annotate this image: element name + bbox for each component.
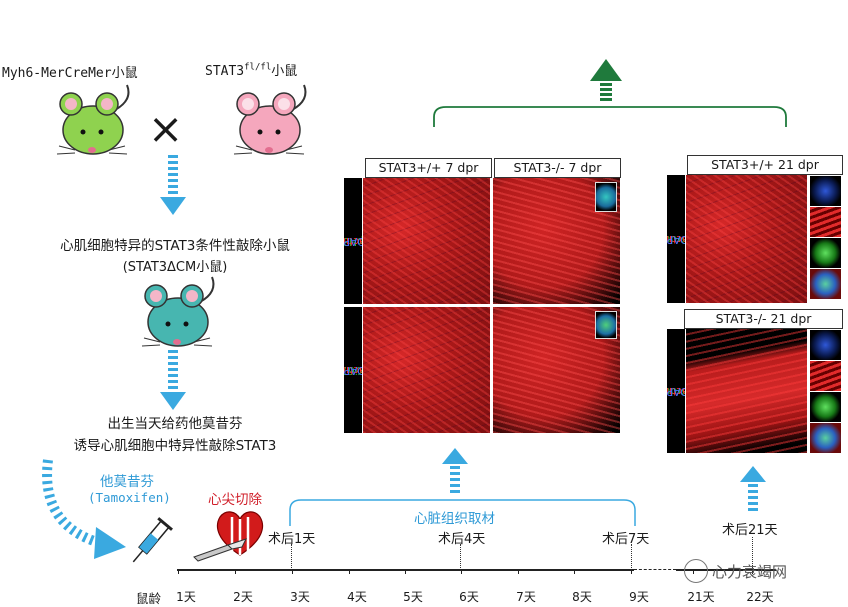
timeline-tick-label: 21天 <box>687 590 715 604</box>
ko21-stain-label: Brdu α-actinin DAPI <box>667 329 685 453</box>
post-day4-label: 术后4天 <box>438 532 486 547</box>
image-ki67-ko <box>493 307 620 433</box>
instruction-line-2: 诱导心肌细胞中特异性敲除STAT3 <box>73 438 277 454</box>
mouse-right-label-sup: fl/fl <box>244 62 272 73</box>
results-bracket <box>433 59 787 127</box>
timeline-axis-dashed <box>634 569 676 570</box>
scalpel-icon <box>193 538 247 562</box>
timeline-axis-tail <box>676 569 776 571</box>
thumb-ko-actinin <box>810 361 841 391</box>
timeline-tick-label: 5天 <box>403 590 423 604</box>
timeline-tick <box>631 569 632 574</box>
dotted-marker-day3 <box>291 544 292 570</box>
row2-dapi: DAPI <box>344 364 362 376</box>
thumb-ko-merge <box>810 423 841 453</box>
inset-ph3-ko <box>595 182 617 212</box>
image-ph3-wt <box>363 178 490 304</box>
row2-stain-label: Ki67 α-actinin DAPI <box>344 307 362 433</box>
mouse-right-label: STAT3fl/fl小鼠 <box>205 60 297 79</box>
timeline-tick-label: 9天 <box>629 590 649 604</box>
row1-stain-label: pH3 α-actinin DAPI <box>344 178 362 304</box>
timeline-tick <box>235 569 236 574</box>
watermark-text: 心力衰竭网 <box>712 563 788 581</box>
teal-mouse-icon <box>141 276 215 347</box>
knockout-title: 心肌细胞特异的STAT3条件性敲除小鼠 <box>60 238 290 254</box>
timeline-tick <box>518 569 519 574</box>
surgery-label: 心尖切除 <box>208 492 262 508</box>
timeline-tick <box>349 569 350 574</box>
header-ko-21dpr: STAT3-/- 21 dpr <box>684 309 843 329</box>
thumb-wt-dapi <box>810 176 841 206</box>
thumb-ko-brdu <box>810 392 841 422</box>
up-arrow-icon-1 <box>442 448 468 493</box>
timeline-tick-label: 7天 <box>516 590 536 604</box>
sampling-label: 心脏组织取材 <box>414 511 495 527</box>
curved-arrow-icon <box>42 459 126 559</box>
timeline-tick-label: 3天 <box>290 590 310 604</box>
timeline-tick-label: 1天 <box>176 590 196 604</box>
knockout-subtitle: (STAT3ΔCM小鼠) <box>122 260 228 275</box>
inset-ki67-ko <box>595 311 617 339</box>
mouse-left-label: Myh6-MerCreMer小鼠 <box>2 66 138 81</box>
post-day21-label: 术后21天 <box>722 523 778 538</box>
image-brdu-wt <box>686 175 807 303</box>
down-arrow-icon-2 <box>160 350 186 410</box>
dotted-marker-day22 <box>752 537 753 570</box>
mouse-right-label-base: STAT3 <box>205 64 245 79</box>
sampling-bracket <box>289 499 636 526</box>
up-arrow-icon-2 <box>740 466 766 511</box>
wt21-stain-label: Brdu α-actinin DAPI <box>667 175 685 303</box>
cross-symbol: × <box>148 104 184 153</box>
thumb-wt-actinin <box>810 207 841 237</box>
timeline-tick-label: 2天 <box>233 590 253 604</box>
dotted-marker-day9 <box>631 544 632 570</box>
mouse-right-label-tail: 小鼠 <box>271 64 298 79</box>
image-ph3-ko <box>493 178 620 304</box>
timeline-tick <box>178 569 179 574</box>
row1-dapi: DAPI <box>344 235 362 247</box>
down-arrow-icon-1 <box>160 155 186 215</box>
drug-en-label: (Tamoxifen) <box>88 490 171 505</box>
timeline-tick <box>405 569 406 574</box>
timeline-tick <box>461 569 462 574</box>
pink-mouse-icon <box>233 84 307 155</box>
ko21-dapi: DAPI <box>667 385 685 397</box>
dotted-marker-day6 <box>460 544 461 570</box>
thumb-ko-dapi <box>810 330 841 360</box>
timeline-tick <box>292 569 293 574</box>
timeline-tick-label: 22天 <box>746 590 774 604</box>
thumb-wt-merge <box>810 269 841 299</box>
thumb-wt-brdu <box>810 238 841 268</box>
wt21-dapi: DAPI <box>667 233 685 245</box>
timeline-axis-label: 鼠龄 <box>136 591 162 606</box>
post-day7-label: 术后7天 <box>602 532 650 547</box>
wechat-icon <box>684 559 708 583</box>
timeline-tick-label: 6天 <box>459 590 479 604</box>
timeline-tick <box>752 569 753 574</box>
image-brdu-ko <box>686 329 807 453</box>
instruction-line-1: 出生当天给药他莫昔芬 <box>107 416 243 432</box>
header-ko-7dpr: STAT3-/- 7 dpr <box>494 158 621 178</box>
timeline-tick-label: 4天 <box>347 590 367 604</box>
green-mouse-icon <box>56 84 130 155</box>
post-day1-label: 术后1天 <box>268 532 316 547</box>
syringe-icon <box>132 517 173 563</box>
header-wt-21dpr: STAT3+/+ 21 dpr <box>687 155 843 175</box>
timeline-tick <box>574 569 575 574</box>
header-wt-7dpr: STAT3+/+ 7 dpr <box>365 158 492 178</box>
timeline-tick-label: 8天 <box>572 590 592 604</box>
image-ki67-wt <box>363 307 490 433</box>
drug-cn-label: 他莫昔芬 <box>100 474 154 490</box>
